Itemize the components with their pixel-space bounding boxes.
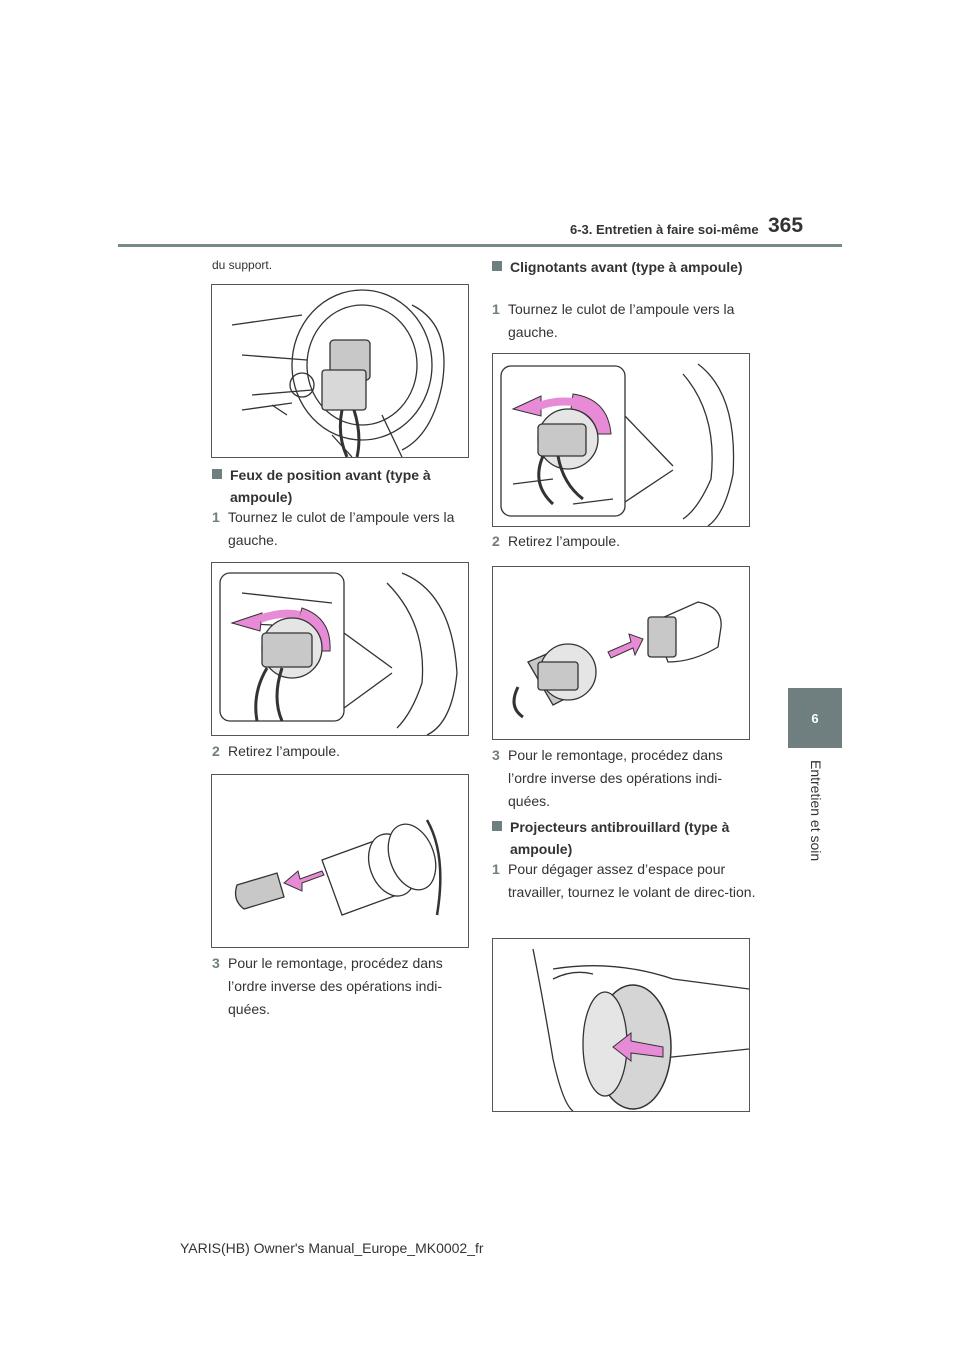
step-number: 1 <box>492 861 500 877</box>
page-number: 365 <box>768 214 804 237</box>
figure-rotate-socket <box>211 562 469 736</box>
figure-remove-bulb <box>211 774 469 948</box>
chapter-tab: 6 <box>788 688 842 748</box>
step-text: Retirez l’ampoule. <box>228 743 341 759</box>
step-number: 3 <box>492 747 500 763</box>
footer-manual-id: YARIS(HB) Owner's Manual_Europe_MK0002_f… <box>180 1240 484 1256</box>
remove-bulb-illustration <box>234 819 442 916</box>
step-text: Pour le remontage, procédez dans l’ordre… <box>508 747 723 809</box>
step-text: Pour dégager assez d’espace pour travail… <box>508 861 756 900</box>
signal-remove-illustration <box>512 601 722 719</box>
figure-signal-rotate <box>492 353 750 527</box>
section-title: 6-3. Entretien à faire soi-même <box>570 222 759 237</box>
step-text: Tournez le culot de l’ampoule vers la ga… <box>508 301 735 340</box>
left-step-3: 3 Pour le remontage, procédez dans l’ord… <box>212 952 483 1021</box>
figure-signal-remove <box>492 566 750 740</box>
figure-turn-wheel <box>492 938 750 1112</box>
chapter-number: 6 <box>811 710 819 726</box>
chapter-side-label: Entretien et soin <box>796 760 836 970</box>
turn-wheel-illustration <box>532 948 749 1111</box>
step-number: 3 <box>212 955 220 971</box>
step-text: Tournez le culot de l’ampoule vers la ga… <box>228 509 455 548</box>
signal-rotate-illustration <box>500 363 735 526</box>
heading-fog-lamps: Projecteurs antibrouillard (type à ampou… <box>492 816 765 860</box>
figure-bulb-holder <box>211 284 469 458</box>
heading-position-lamps: Feux de position avant (type à ampoule) <box>212 464 475 508</box>
chapter-title: Entretien et soin <box>808 760 824 862</box>
step-number: 2 <box>492 533 500 549</box>
step-number: 1 <box>212 509 220 525</box>
step-text: Retirez l’ampoule. <box>508 533 621 549</box>
right-step-fog-1: 1 Pour dégager assez d’espace pour trava… <box>492 858 763 904</box>
header-rule <box>118 244 842 247</box>
right-step-3: 3 Pour le remontage, procédez dans l’ord… <box>492 744 763 813</box>
left-step-2: 2 Retirez l’ampoule. <box>212 740 473 763</box>
right-step-1: 1 Tournez le culot de l’ampoule vers la … <box>492 298 763 344</box>
heading-turn-signals: Clignotants avant (type à ampoule) <box>492 256 755 278</box>
left-step-1: 1 Tournez le culot de l’ampoule vers la … <box>212 506 473 552</box>
step-text: Pour le remontage, procédez dans l’ordre… <box>228 955 443 1017</box>
step-number: 1 <box>492 301 500 317</box>
rotate-socket-illustration <box>219 572 458 735</box>
intro-text: du support. <box>212 258 273 272</box>
right-step-2: 2 Retirez l’ampoule. <box>492 530 763 553</box>
bulb-holder-illustration <box>231 289 445 457</box>
step-number: 2 <box>212 743 220 759</box>
